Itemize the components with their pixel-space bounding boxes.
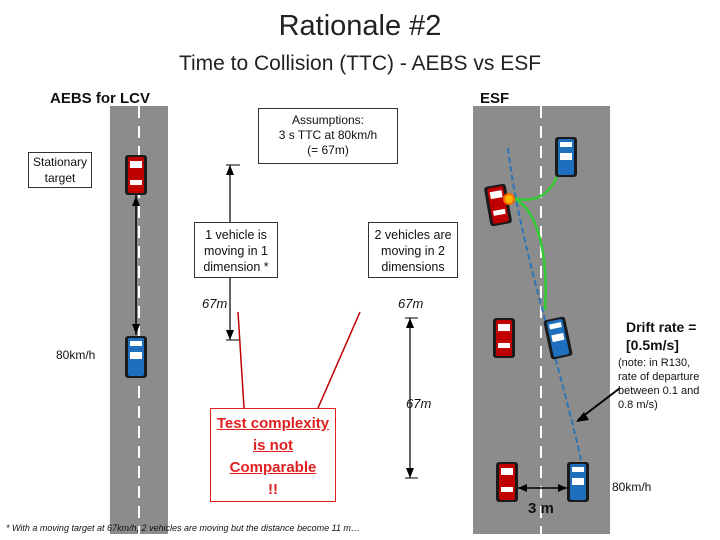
complexity-line1: Test complexity: [216, 415, 330, 432]
one-vehicle-line1: 1 vehicle is: [205, 228, 267, 242]
esf-header: ESF: [480, 90, 510, 107]
two-vehicles-box: 2 vehicles are moving in 2 dimensions: [368, 222, 458, 278]
drift-note-line4: 0.8 m/s): [618, 399, 658, 411]
assumptions-line2: 3 s TTC at 80km/h: [278, 128, 378, 142]
lane-width-label: 3 m: [528, 500, 554, 517]
assumptions-line1: Assumptions:: [291, 113, 365, 127]
drift-note-line1: (note: in R130,: [618, 357, 691, 369]
assumptions-line3: (= 67m): [307, 143, 349, 157]
left-blue-car: [125, 336, 147, 378]
distance-middle-label: 67m: [398, 296, 424, 311]
green-drift-path: [512, 196, 547, 311]
assumptions-box: Assumptions: 3 s TTC at 80km/h (= 67m): [258, 108, 398, 164]
distance-right-label: 67m: [406, 396, 432, 411]
esf-blue-car-bottom: [567, 462, 589, 502]
drift-note-line2: rate of departure: [618, 371, 700, 383]
drift-note-line3: between 0.1 and: [618, 385, 700, 397]
drift-line1: Drift rate =: [626, 319, 697, 335]
stationary-target-label: Stationary target: [28, 152, 92, 188]
slide-subtitle: Time to Collision (TTC) - AEBS vs ESF: [178, 52, 542, 75]
distance-left-label: 67m: [202, 296, 228, 311]
stationary-line2: target: [44, 171, 76, 185]
complexity-line4: !!: [268, 481, 278, 498]
two-vehicles-line2: moving in 2: [381, 244, 445, 258]
esf-blue-car-top: [555, 137, 577, 177]
one-vehicle-box: 1 vehicle is moving in 1 dimension *: [194, 222, 278, 278]
speed-left-label: 80km/h: [56, 348, 96, 362]
slide-title: Rationale #2: [278, 10, 442, 42]
drift-line2: [0.5m/s]: [626, 337, 679, 353]
complexity-line-left: [237, 311, 245, 409]
complexity-line-right: [317, 311, 361, 409]
esf-blue-car-middle: [543, 316, 573, 360]
two-vehicles-line3: dimensions: [381, 260, 445, 274]
complexity-line3: Comparable: [229, 459, 317, 476]
drift-note: (note: in R130, rate of departure betwee…: [618, 356, 710, 412]
aebs-header: AEBS for LCV: [50, 90, 151, 107]
collision-point-icon: [503, 193, 515, 205]
stationary-line1: Stationary: [32, 155, 88, 169]
one-vehicle-line3: dimension *: [203, 260, 269, 274]
drift-rate-label: Drift rate = [0.5m/s]: [626, 318, 696, 354]
two-vehicles-line1: 2 vehicles are: [374, 228, 452, 242]
blue-trajectory: [507, 147, 586, 479]
esf-red-car-middle: [493, 318, 515, 358]
esf-red-car-bottom: [496, 462, 518, 502]
esf-red-car-collision: [484, 183, 512, 227]
complexity-box: Test complexity is not Comparable !!: [210, 408, 336, 502]
complexity-line2: is not: [253, 437, 293, 454]
stationary-target-car: [125, 155, 147, 195]
speed-right-label: 80km/h: [612, 480, 652, 494]
footnote: * With a moving target at 67km/h, 2 vehi…: [6, 523, 360, 533]
one-vehicle-line2: moving in 1: [204, 244, 268, 258]
